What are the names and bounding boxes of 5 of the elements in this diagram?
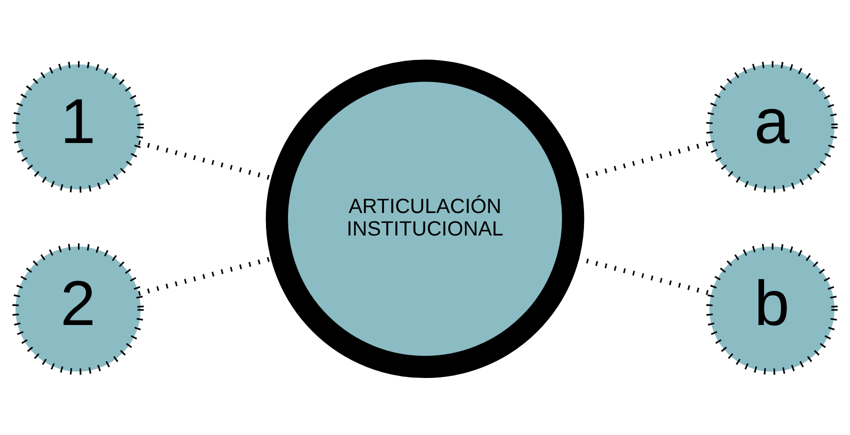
node-circle: b — [706, 242, 838, 374]
node-circle: a — [706, 60, 838, 192]
node-circle: 1 — [12, 60, 144, 192]
node-circle: 2 — [12, 242, 144, 374]
node-circle: ARTICULACIÓN INSTITUCIONAL — [266, 59, 584, 378]
